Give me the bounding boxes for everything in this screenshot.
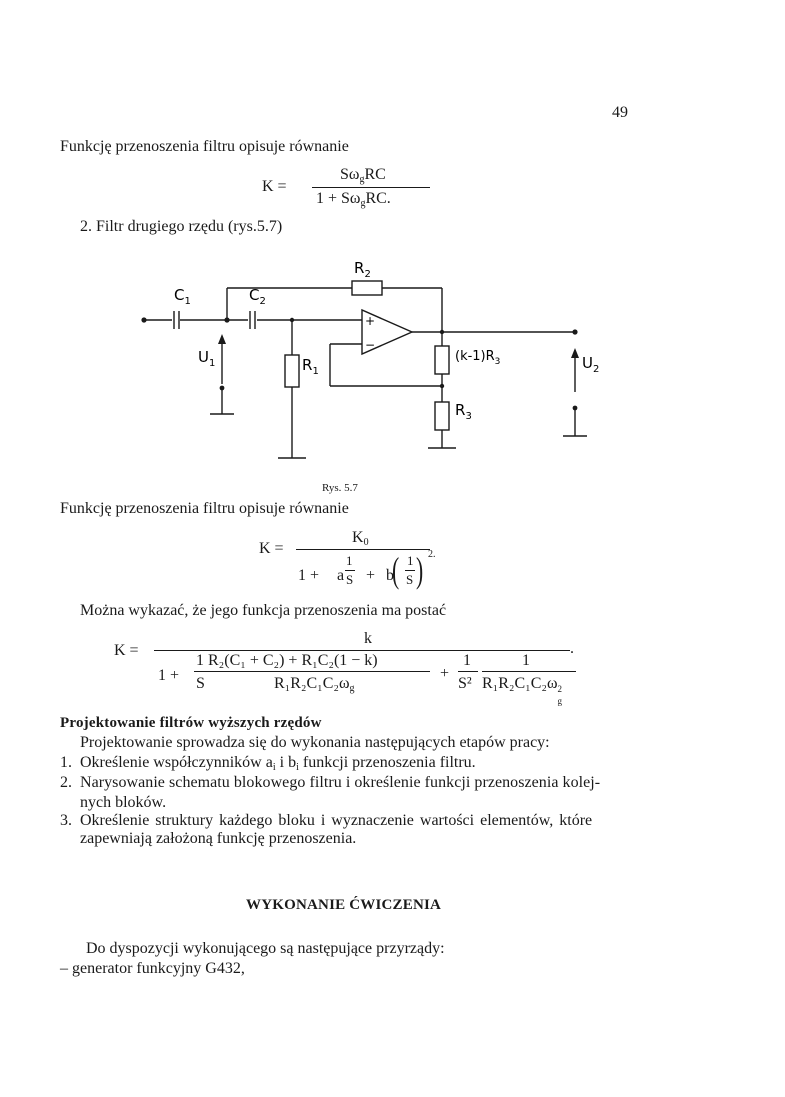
eq2-small-num: 1 — [346, 553, 353, 568]
r1-resistor — [284, 354, 300, 388]
eq2-a: a — [337, 567, 345, 584]
u1-arrowhead — [218, 334, 226, 344]
label-c2: C2 — [249, 286, 266, 307]
eq2-b: b — [386, 567, 394, 584]
eq3-f3-num: 1 — [463, 652, 471, 669]
eq2-numerator: K0 — [352, 529, 369, 548]
eq2-paren-den: S — [406, 572, 414, 587]
node-c1-c2 — [224, 317, 230, 323]
eq3-main-line — [154, 650, 570, 651]
u2-terminal — [572, 405, 578, 411]
section-heading: Projektowanie filtrów wyższych rzędów — [60, 715, 322, 731]
exercise-heading: WYKONANIE ĆWICZENIA — [246, 897, 442, 913]
label-u1: U1 — [198, 348, 215, 369]
eq3-plus: + — [440, 665, 450, 682]
node-r1 — [289, 317, 295, 323]
eq3-lhs: K = — [114, 642, 139, 659]
eq3-dot: . — [570, 640, 574, 657]
item-2-heading: 2. Filtr drugiego rzędu (rys.5.7) — [80, 218, 283, 235]
eq3-f4-num: 1 — [522, 652, 530, 669]
r2-resistor — [351, 280, 383, 296]
eq3-f1-line — [194, 671, 208, 672]
eq2-lhs: K = — [259, 540, 284, 557]
eq2-plus: + — [366, 567, 376, 584]
eq1-lhs: K = — [262, 178, 287, 195]
kr3-resistor — [434, 345, 450, 375]
r3-resistor — [434, 401, 450, 431]
label-c1: C1 — [174, 286, 191, 307]
eq2-paren-num: 1 — [407, 553, 414, 568]
op-amp-triangle — [361, 308, 414, 356]
equipment-intro: Do dyspozycji wykonującego są następując… — [86, 940, 445, 957]
label-kr3: (k-1)R3 — [455, 349, 500, 367]
step-2-line-2: nych bloków. — [80, 794, 167, 811]
label-r1: R1 — [302, 356, 319, 377]
eq2-small-den: S — [346, 572, 354, 587]
eq1-numerator: SωgRC — [340, 166, 386, 185]
label-r3: R3 — [455, 401, 472, 422]
u1-terminal — [219, 385, 225, 391]
node-output — [439, 329, 445, 335]
eq3-numerator: k — [364, 630, 372, 647]
step-2-number: 2. — [60, 774, 72, 791]
step-1-number: 1. — [60, 754, 72, 771]
step-3-line-2: zapewniają założoną funkcję przenoszenia… — [80, 830, 357, 847]
eq2-paren-close: ) — [416, 550, 424, 590]
figure-caption: Rys. 5.7 — [322, 482, 358, 494]
intro-text-second: Funkcję przenoszenia filtru opisuje równ… — [60, 500, 349, 517]
eq2-one-plus: 1 + — [298, 567, 320, 584]
eq1-fraction-line — [312, 187, 430, 188]
output-terminal — [572, 329, 578, 335]
filter-circuit-diagram: R2 C1 C2 U1 R1 (k-1)R3 R3 U2 + − — [141, 259, 599, 459]
eq3-f4-line — [482, 671, 576, 672]
label-r2: R2 — [354, 259, 371, 280]
eq3-one-plus: 1 + — [158, 667, 180, 684]
node-r3 — [439, 383, 445, 389]
input-terminal — [141, 317, 147, 323]
intro-text-first: Funkcję przenoszenia filtru opisuje równ… — [60, 138, 349, 155]
eq3-f3-line — [458, 671, 478, 672]
eq3-f1-num: 1 — [196, 652, 204, 669]
eq2-fraction-line — [296, 549, 430, 550]
section-intro: Projektowanie sprowadza się do wykonania… — [80, 734, 550, 751]
label-u2: U2 — [582, 354, 599, 375]
label-plus: + — [365, 314, 375, 328]
eq2-small-line — [345, 570, 355, 571]
page-number: 49 — [612, 104, 628, 121]
step-2-line-1: Narysowanie schematu blokowego filtru i … — [80, 774, 601, 791]
label-minus: − — [365, 338, 375, 352]
step-3-number: 3. — [60, 812, 72, 829]
eq3-bigf-num: R₂(C₁ + C₂) + R₁C₂(1 − k) — [208, 652, 378, 669]
shown-text: Można wykazać, że jego funkcja przenosze… — [80, 602, 447, 619]
eq1-denominator: 1 + SωgRC. — [316, 190, 391, 209]
eq2-sup: 2. — [428, 549, 436, 560]
eq2-paren-line — [405, 570, 415, 571]
step-1-text: Określenie współczynników ai i bi funkcj… — [80, 754, 476, 773]
eq3-bigf-line — [208, 671, 430, 672]
eq3-f3-den: S² — [458, 675, 472, 692]
eq3-f1-den: S — [196, 675, 205, 692]
eq3-bigf-den: R₁R₂C₁C₂ωg — [274, 675, 355, 694]
equipment-item-1: – generator funkcyjny G432, — [60, 960, 245, 977]
eq2-paren-open: ( — [392, 550, 400, 590]
u2-arrowhead — [571, 348, 579, 358]
step-3-line-1: Określenie struktury każdego bloku i wyz… — [80, 812, 593, 829]
